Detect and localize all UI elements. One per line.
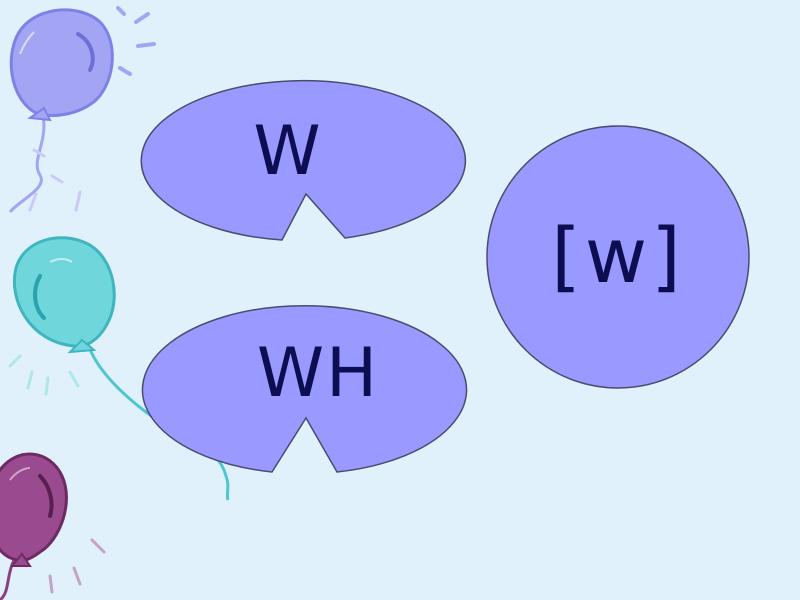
w-shape	[140, 79, 467, 241]
balloon-teal-icon	[8, 236, 230, 501]
letter-w-label: W	[253, 112, 323, 191]
balloon-lavender-icon	[8, 6, 156, 214]
wh-shape	[141, 304, 468, 473]
phoneme-label: [w]	[551, 211, 685, 300]
phoneme-shape	[486, 125, 750, 389]
letter-wh-label: WH	[256, 334, 380, 413]
balloon-purple-icon	[0, 452, 106, 600]
